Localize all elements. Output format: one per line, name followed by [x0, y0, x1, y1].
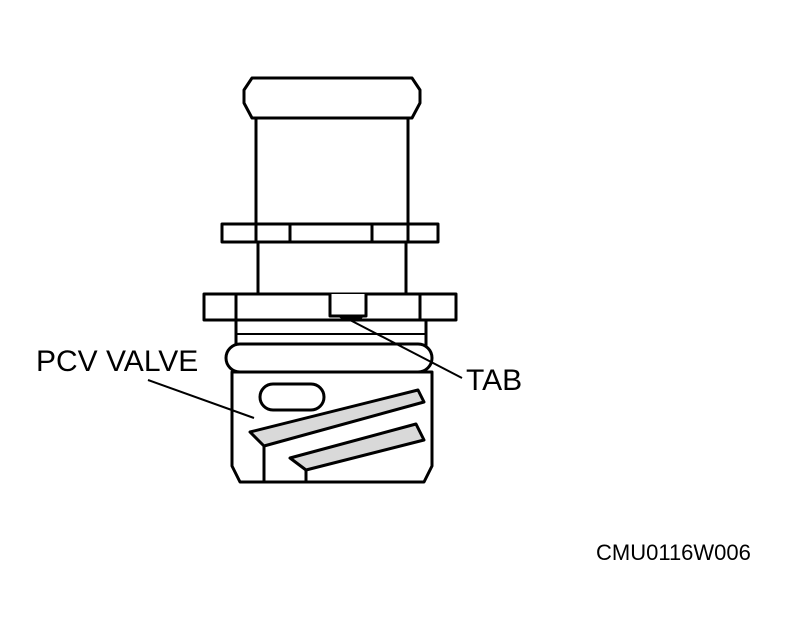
- valve-rib-lower: [288, 422, 426, 472]
- pcv-valve-label: PCV VALVE: [36, 345, 199, 378]
- tab-leader: [349, 319, 463, 379]
- valve-rib-upper: [248, 388, 426, 448]
- valve-tab: [328, 294, 368, 318]
- valve-slot: [258, 382, 326, 412]
- pcv-valve-leader: [147, 379, 255, 419]
- valve-upper-flange: [220, 222, 440, 244]
- figure-code: CMU0116W006: [596, 540, 751, 565]
- valve-nipple-top: [242, 76, 422, 120]
- tab-label: TAB: [466, 364, 523, 397]
- valve-neck: [256, 240, 408, 296]
- valve-o-ring: [224, 342, 434, 374]
- valve-upper-body: [254, 116, 410, 226]
